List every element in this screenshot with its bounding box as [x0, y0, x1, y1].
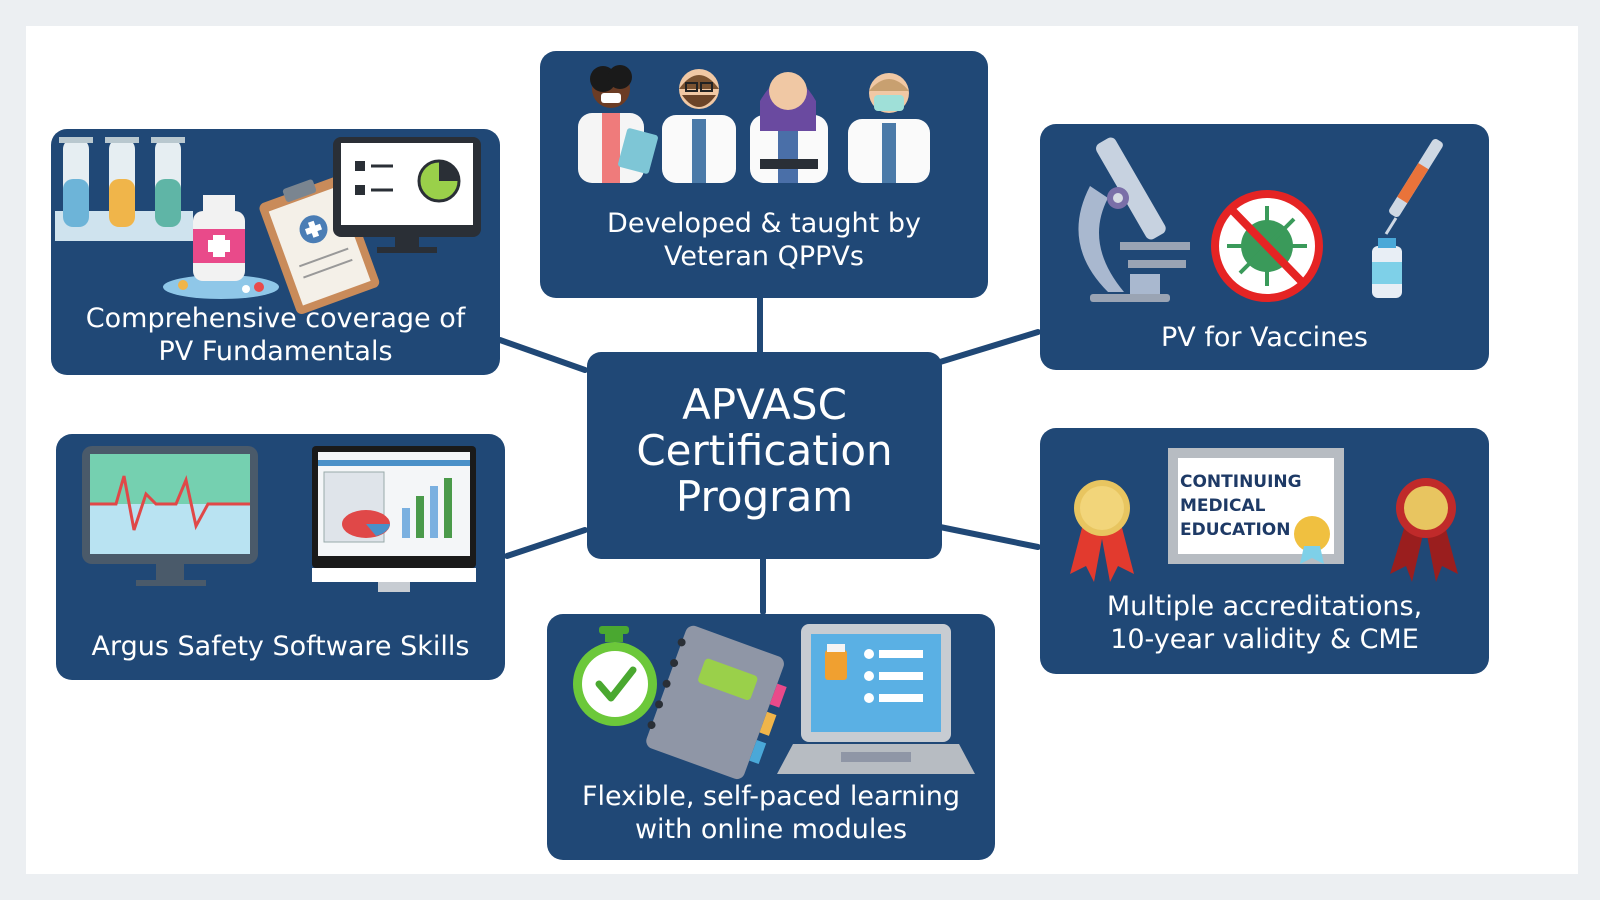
connector-argus: [504, 527, 588, 559]
test-tubes-icon: [55, 137, 193, 241]
learning-line1: Flexible, self-paced learning: [581, 781, 961, 812]
card-argus: Argus Safety Software Skills: [56, 434, 505, 680]
card-fundamentals: Comprehensive coverage of PV Fundamental…: [51, 129, 500, 375]
card-learning: Flexible, self-paced learning with onlin…: [547, 614, 995, 860]
certificate-icon: [1168, 448, 1344, 564]
learning-line2: with online modules: [634, 814, 908, 845]
vaccines-illustration: [1078, 137, 1443, 302]
accreditations-label: Multiple accreditations, 10-year validit…: [1040, 590, 1489, 656]
qppv-line2: Veteran QPPVs: [664, 241, 864, 272]
learning-label: Flexible, self-paced learning with onlin…: [547, 780, 995, 846]
accreditations-line1: Multiple accreditations,: [1106, 591, 1423, 622]
card-qppv: Developed & taught by Veteran QPPVs: [540, 51, 988, 298]
qppv-line1: Developed & taught by: [607, 208, 921, 239]
doctor-1-icon: [578, 65, 658, 183]
microscope-icon: [1078, 137, 1190, 302]
certificate-text: CONTINUING MEDICAL EDUCATION: [1180, 470, 1330, 542]
gold-medal-icon: [1070, 480, 1134, 582]
fundamentals-line2: PV Fundamentals: [158, 336, 393, 367]
spreadsheet-monitor-icon: [312, 446, 476, 592]
heart-monitor-icon: [82, 446, 258, 586]
doctor-2-icon: [662, 69, 736, 183]
syringe-icon: [1372, 139, 1443, 298]
learning-illustration: [573, 624, 975, 780]
center-card: APVASC Certification Program: [587, 352, 942, 559]
doctor-4-icon: [848, 73, 930, 183]
no-virus-icon: [1211, 190, 1323, 302]
notebook-icon: [646, 625, 787, 780]
doctors-group-icon: [578, 65, 930, 183]
fundamentals-illustration: [55, 137, 481, 315]
center-title: APVASC Certification Program: [587, 382, 942, 520]
argus-illustration: [82, 446, 476, 592]
accreditations-illustration: [1070, 448, 1458, 582]
vaccines-label: PV for Vaccines: [1040, 321, 1489, 354]
argus-line1: Argus Safety Software Skills: [91, 631, 470, 662]
connector-accreditations: [937, 524, 1041, 550]
vaccines-line1: PV for Vaccines: [1161, 322, 1368, 353]
doctor-3-icon: [750, 72, 828, 183]
medicine-bottle-icon: [163, 195, 279, 299]
card-vaccines: PV for Vaccines: [1040, 124, 1489, 370]
center-title-line1: APVASC: [682, 380, 847, 429]
laptop-icon: [777, 624, 975, 774]
argus-label: Argus Safety Software Skills: [56, 630, 505, 663]
center-title-line3: Program: [675, 472, 854, 521]
monitor-chart-icon: [333, 137, 481, 253]
red-medal-icon: [1390, 478, 1458, 582]
clipboard-icon: [259, 176, 380, 315]
fundamentals-line1: Comprehensive coverage of: [85, 303, 466, 334]
certificate-line3: EDUCATION: [1180, 520, 1291, 540]
connector-fundamentals: [497, 337, 588, 373]
accreditations-line2: 10-year validity & CME: [1110, 624, 1419, 655]
stopwatch-icon: [573, 626, 657, 726]
qppv-label: Developed & taught by Veteran QPPVs: [540, 207, 988, 273]
center-title-line2: Certification: [636, 426, 893, 475]
connector-vaccines: [937, 329, 1041, 365]
fundamentals-label: Comprehensive coverage of PV Fundamental…: [51, 302, 500, 368]
certificate-line2: MEDICAL: [1180, 496, 1266, 516]
certificate-line1: CONTINUING: [1180, 472, 1302, 492]
card-accreditations: CONTINUING MEDICAL EDUCATION Multiple ac…: [1040, 428, 1489, 674]
